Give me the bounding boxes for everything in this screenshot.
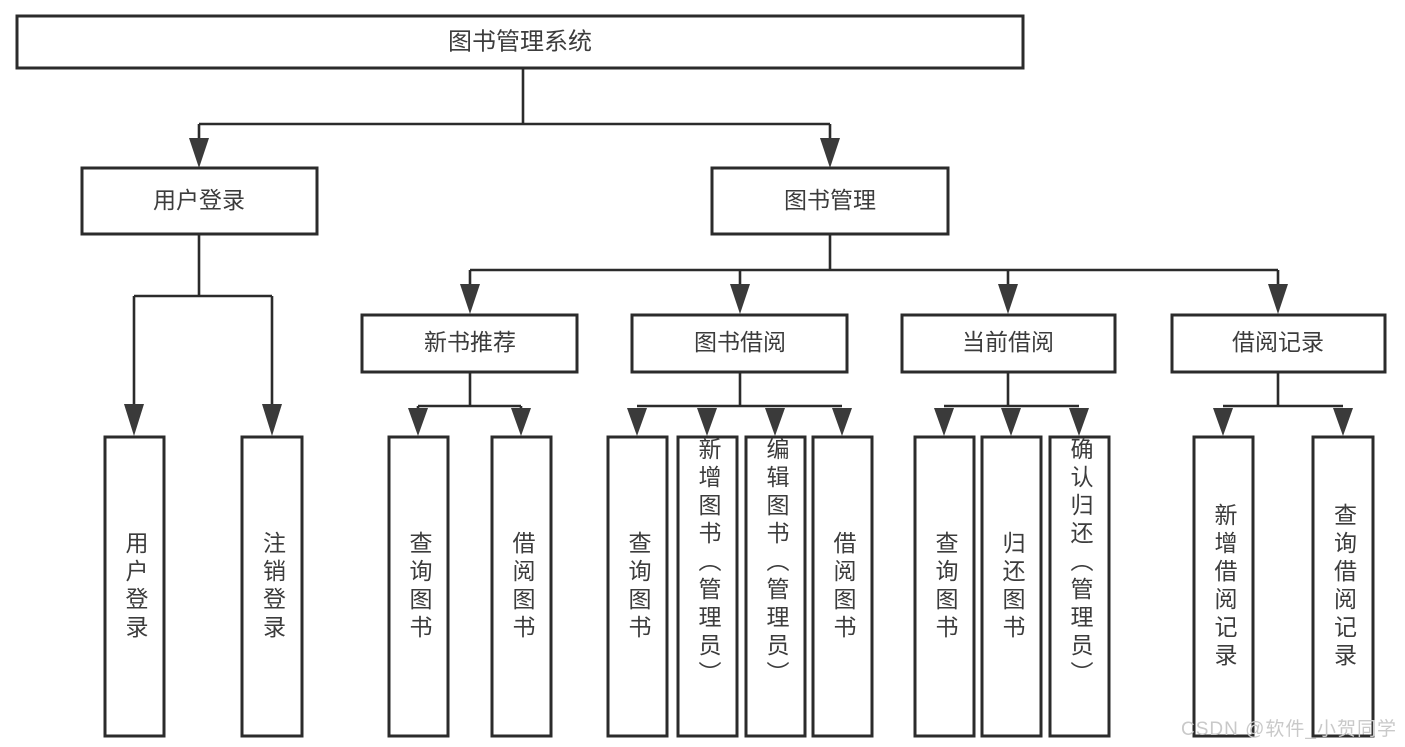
arrow-head-icon — [1268, 284, 1288, 314]
node-new-book-recommend[interactable]: 新书推荐 — [360, 313, 579, 374]
node-box — [900, 313, 1117, 374]
arrow-head-icon — [934, 408, 954, 436]
leaf-box[interactable] — [913, 435, 976, 738]
leaf-box[interactable] — [490, 435, 553, 738]
arrow-head-icon — [730, 284, 750, 314]
node-book-manage[interactable]: 图书管理 — [710, 166, 950, 236]
watermark-text: CSDN @软件_小贺同学 — [1181, 719, 1397, 740]
arrow-head-icon — [1213, 408, 1233, 436]
leaf-box[interactable] — [1311, 435, 1375, 738]
arrow-head-icon — [262, 404, 282, 436]
connector-user-login-to-leaves — [124, 234, 282, 436]
arrow-head-icon — [1001, 408, 1021, 436]
leaf-boxes-new-book-recommend — [387, 435, 553, 738]
leaf-box[interactable] — [1048, 435, 1111, 738]
connector-new-book-to-leaves — [408, 372, 531, 436]
connector-current-borrow-to-leaves — [934, 372, 1089, 436]
leaf-box[interactable] — [240, 435, 304, 738]
node-label: 借阅记录 — [1232, 329, 1324, 355]
node-label: 用户登录 — [153, 187, 245, 213]
leaf-box[interactable] — [1192, 435, 1255, 738]
connector-root-to-level2 — [189, 68, 840, 168]
arrow-head-icon — [820, 138, 840, 168]
node-label: 图书管理 — [784, 187, 876, 213]
connector-book-manage-to-level3 — [460, 234, 1288, 314]
connector-book-borrow-to-leaves — [627, 372, 852, 436]
node-box — [1170, 313, 1387, 374]
leaf-box[interactable] — [103, 435, 166, 738]
node-book-borrow[interactable]: 图书借阅 — [630, 313, 849, 374]
arrow-head-icon — [408, 408, 428, 436]
leaf-boxes-borrow-record — [1192, 435, 1375, 738]
arrow-head-icon — [124, 404, 144, 436]
arrow-head-icon — [697, 408, 717, 436]
connector-borrow-record-to-leaves — [1213, 372, 1353, 436]
node-box — [15, 14, 1025, 70]
leaf-box[interactable] — [811, 435, 874, 738]
leaf-box[interactable] — [980, 435, 1043, 738]
leaf-box[interactable] — [676, 435, 739, 738]
node-root-system[interactable]: 图书管理系统 — [15, 14, 1025, 70]
arrow-head-icon — [998, 284, 1018, 314]
arrow-head-icon — [189, 138, 209, 168]
arrow-head-icon — [832, 408, 852, 436]
arrow-head-icon — [1069, 408, 1089, 436]
arrow-head-icon — [1333, 408, 1353, 436]
node-current-borrow[interactable]: 当前借阅 — [900, 313, 1117, 374]
arrow-head-icon — [460, 284, 480, 314]
node-label: 图书管理系统 — [448, 28, 592, 55]
node-box — [80, 166, 319, 236]
node-label: 当前借阅 — [962, 329, 1054, 355]
leaf-boxes-book-borrow — [606, 435, 874, 738]
arrow-head-icon — [511, 408, 531, 436]
node-borrow-record[interactable]: 借阅记录 — [1170, 313, 1387, 374]
leaf-box[interactable] — [744, 435, 807, 738]
leaf-boxes-current-borrow — [913, 435, 1111, 738]
node-user-login[interactable]: 用户登录 — [80, 166, 319, 236]
leaf-boxes-user-login — [103, 435, 304, 738]
node-box — [710, 166, 950, 236]
leaf-box[interactable] — [606, 435, 669, 738]
arrow-head-icon — [765, 408, 785, 436]
node-box — [630, 313, 849, 374]
arrow-head-icon — [627, 408, 647, 436]
node-box — [360, 313, 579, 374]
node-label: 新书推荐 — [424, 329, 516, 355]
node-label: 图书借阅 — [694, 329, 786, 355]
leaf-box[interactable] — [387, 435, 450, 738]
